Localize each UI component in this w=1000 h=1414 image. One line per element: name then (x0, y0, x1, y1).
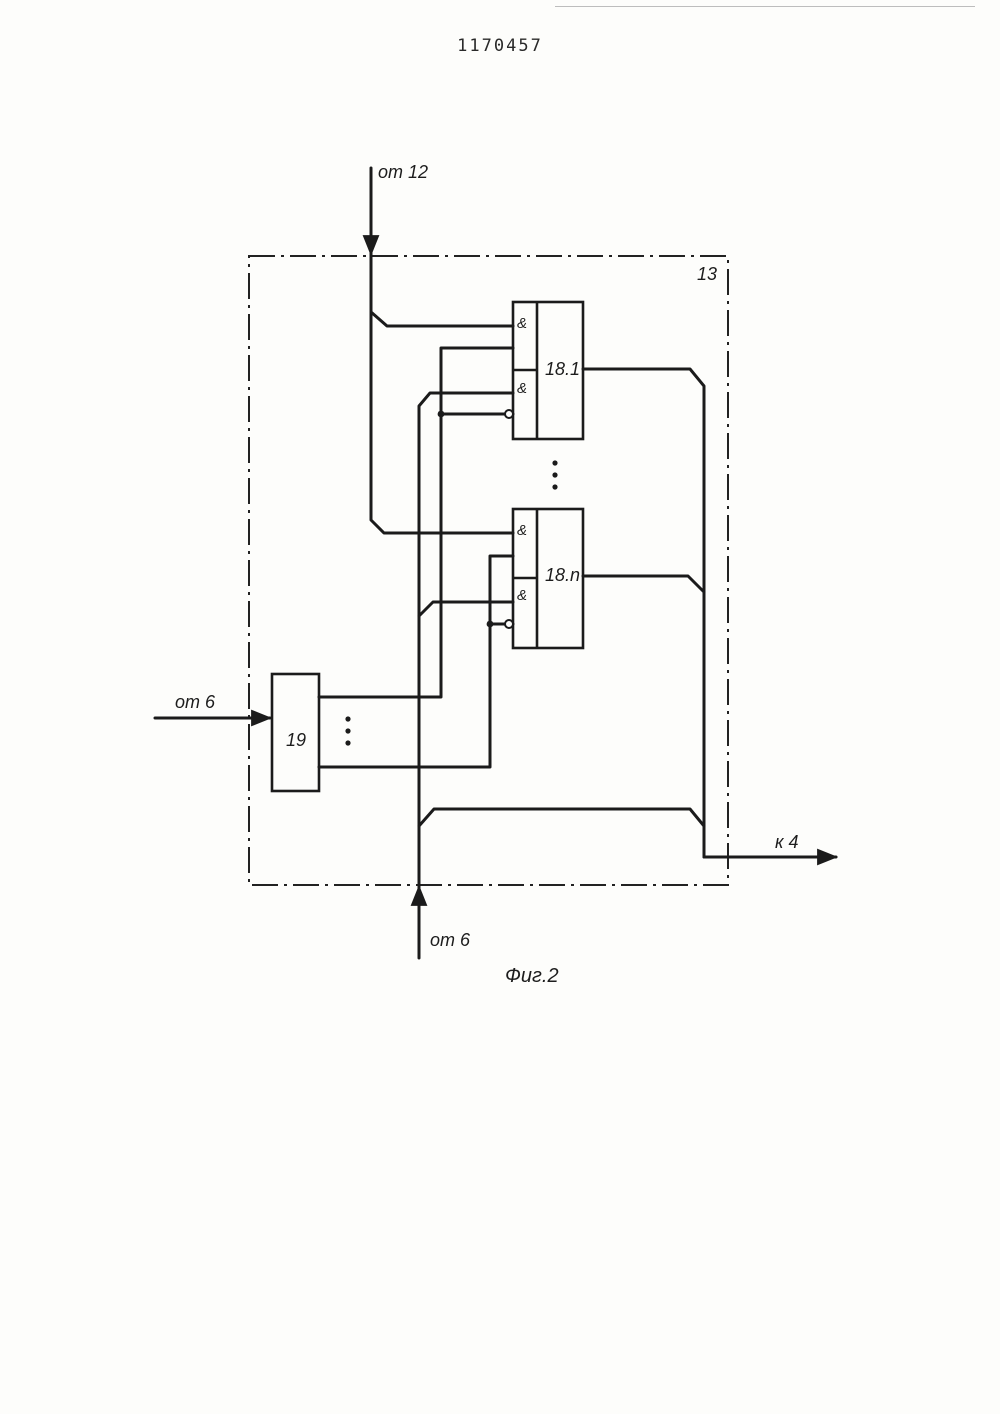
wire-18-1-to-output (583, 369, 704, 857)
block-18-1: & & 18.1 (513, 302, 583, 439)
output-label: к 4 (775, 832, 799, 852)
block-18-1-label: 18.1 (545, 359, 580, 379)
wire-bottom-to-gate-18-1 (419, 393, 513, 887)
and-gate-18-1-bottom-symbol: & (517, 380, 527, 397)
ellipsis-dots-vertical-blocks (552, 460, 557, 489)
junction-dot-18-1 (438, 411, 445, 418)
block-13-label: 13 (697, 264, 717, 284)
input-left-label: от 6 (175, 692, 216, 712)
wire-top-to-gate-18-1 (371, 254, 513, 326)
block-19: 19 (272, 674, 319, 791)
input-bottom-label: от 6 (430, 930, 471, 950)
inversion-circle-18-1 (505, 410, 513, 418)
inversion-circle-18-n (505, 620, 513, 628)
ellipsis-dots-block-19 (345, 716, 350, 745)
junction-dot-18-n (487, 621, 494, 628)
block-18-n-label: 18.n (545, 565, 580, 585)
wire-18-n-to-output (583, 576, 704, 592)
wire-bottom-to-gate-18-n (419, 602, 513, 616)
and-gate-18-n-top-symbol: & (517, 522, 527, 539)
wire-19-out1-to-gate-18-1 (319, 348, 513, 697)
input-top-label: от 12 (378, 162, 428, 182)
and-gate-18-n-bottom-symbol: & (517, 587, 527, 604)
block-18-n: & & 18.n (513, 509, 583, 648)
wire-bottom-to-output-bus (419, 809, 704, 826)
wire-19-outn-to-gate-18-n (319, 556, 513, 767)
figure-caption: Фиг.2 (505, 965, 559, 987)
and-gate-18-1-top-symbol: & (517, 315, 527, 332)
block-19-label: 19 (286, 730, 306, 750)
